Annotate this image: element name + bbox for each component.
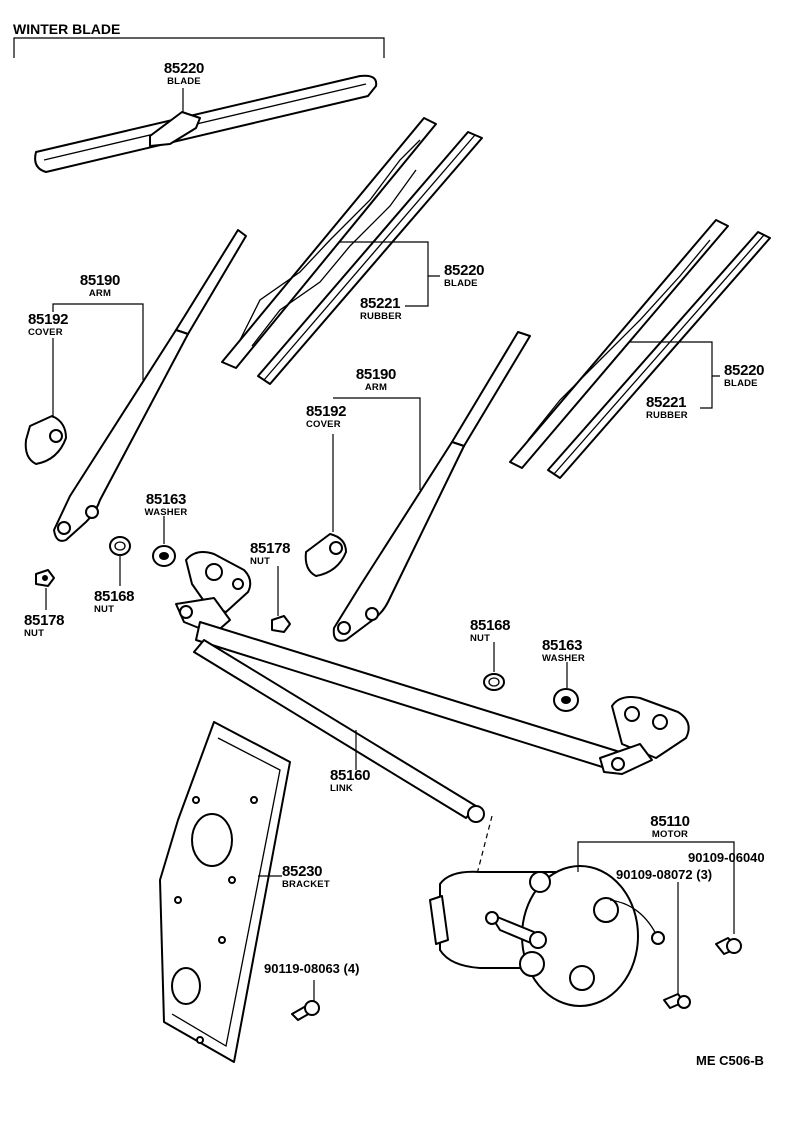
callout-winter-blade: 85220 BLADE (158, 61, 210, 87)
right-cover-drawing (304, 533, 347, 577)
part-number: 85190 (79, 272, 121, 289)
callout-rubber-left: 85221 RUBBER (360, 296, 402, 322)
right-arm-drawing (332, 331, 531, 642)
part-number: 85160 (330, 767, 371, 784)
callout-link: 85160 LINK (330, 767, 371, 794)
part-number: 85192 (28, 311, 69, 328)
part-number: 85110 (650, 813, 690, 830)
part-number: 85178 (250, 540, 291, 557)
callout-bolt-bracket: 90119-08063 (4) (264, 961, 360, 976)
left-nut-85178-drawing (35, 569, 55, 587)
leader-right-arm (333, 397, 421, 490)
callout-rubber-right: 85221 RUBBER (646, 395, 688, 421)
part-number: 85192 (306, 403, 347, 420)
part-name: COVER (28, 327, 63, 338)
callout-cover-right: 85192 COVER (306, 403, 347, 430)
part-name: BRACKET (282, 879, 330, 890)
part-name: ARM (364, 382, 388, 393)
part-name: WASHER (144, 507, 188, 518)
callout-nut-178-left: 85178 NUT (24, 612, 65, 639)
winter-blade-group-bracket (13, 37, 385, 58)
part-number: 85178 (24, 612, 65, 629)
callout-motor: 85110 MOTOR (640, 814, 700, 840)
left-washer-drawing (152, 545, 176, 567)
leader-left-rubber (405, 276, 429, 307)
part-number: 85230 (282, 863, 323, 880)
part-name: MOTOR (651, 829, 689, 840)
linkage-drawing (175, 597, 621, 823)
part-number: 85168 (470, 617, 511, 634)
winter-blade-drawing (34, 74, 378, 173)
left-blade-drawing (221, 117, 437, 369)
part-number: 85220 (724, 362, 765, 379)
callout-blade-right: 85220 BLADE (724, 362, 765, 389)
part-number: 85220 (163, 60, 205, 77)
right-pivot-drawing (599, 696, 690, 775)
leader-left-blade (340, 241, 440, 277)
leader-right-rubber (700, 376, 713, 409)
right-nut-85168-drawing (483, 673, 505, 691)
left-nut-85168-drawing (109, 536, 131, 556)
left-arm-drawing (53, 229, 247, 542)
part-number: 85190 (355, 366, 397, 383)
part-number: 85168 (94, 588, 135, 605)
callout-washer-left: 85163 WASHER (138, 492, 194, 518)
part-name: BLADE (444, 278, 478, 289)
leader-right-blade (630, 341, 720, 377)
part-name: LINK (330, 783, 353, 794)
right-blade-drawing (509, 219, 729, 469)
right-rubber-drawing (547, 231, 771, 479)
bracket-drawing (159, 721, 291, 1063)
callout-washer-right: 85163 WASHER (542, 638, 585, 664)
left-pivot-drawing (185, 551, 252, 613)
callout-bolt-motor-2: 90109-08072 (3) (616, 867, 713, 882)
part-number: 85220 (444, 262, 485, 279)
motor-bolt-2-drawing (663, 993, 691, 1009)
link-to-motor-dashed (475, 815, 493, 879)
motor-drawing (429, 865, 665, 1007)
section-title: WINTER BLADE (13, 21, 121, 37)
callout-nut-168-left: 85168 NUT (94, 588, 135, 615)
callout-arm-right: 85190 ARM (346, 367, 406, 393)
part-name: NUT (94, 604, 115, 615)
callout-bracket: 85230 BRACKET (282, 864, 330, 890)
part-name: COVER (306, 419, 341, 430)
callout-blade-left: 85220 BLADE (444, 262, 485, 289)
part-name: RUBBER (360, 311, 402, 322)
part-name: WASHER (542, 653, 585, 664)
part-name: BLADE (724, 378, 758, 389)
part-number: 85221 (646, 394, 687, 411)
callout-nut-center: 85178 NUT (250, 540, 291, 567)
callout-nut-168-right: 85168 NUT (470, 617, 511, 644)
diagram-code: ME C506-B (696, 1053, 764, 1068)
part-number: 85163 (542, 637, 583, 654)
part-name: NUT (250, 556, 271, 567)
part-name: NUT (470, 633, 491, 644)
part-name: NUT (24, 628, 45, 639)
callout-bolt-motor-1: 90109-06040 (688, 850, 765, 865)
part-number: 85163 (145, 491, 187, 508)
part-name: ARM (88, 288, 112, 299)
left-cover-drawing (24, 415, 67, 465)
part-number: 85221 (360, 295, 401, 312)
bracket-bolt-drawing (291, 1000, 320, 1021)
leader-motor (577, 841, 735, 934)
center-nut-drawing (271, 615, 291, 633)
left-rubber-drawing (257, 131, 483, 385)
callout-cover-left: 85192 COVER (28, 311, 69, 338)
part-name: BLADE (167, 76, 201, 87)
leader-left-arm (52, 303, 144, 380)
motor-bolt-1-drawing (715, 937, 742, 955)
callout-arm-left: 85190 ARM (70, 273, 130, 299)
part-name: RUBBER (646, 410, 688, 421)
right-washer-drawing (553, 688, 579, 712)
